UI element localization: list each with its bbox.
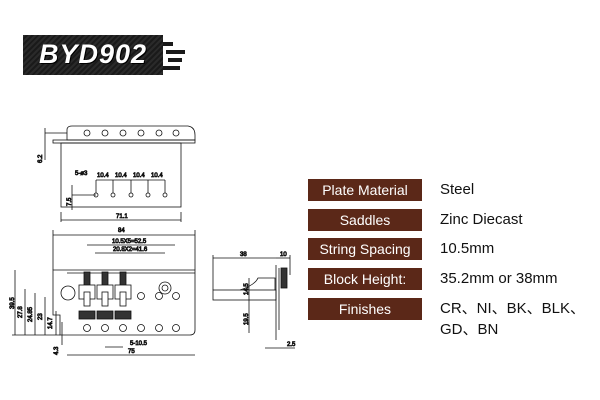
spec-value-plate-material: Steel [440, 181, 475, 198]
saddle-screw [101, 291, 109, 307]
spec-label-finishes: Finishes [308, 298, 422, 320]
saddle-base [96, 310, 114, 320]
mounting-hole [83, 324, 91, 332]
mounting-hole [119, 129, 127, 137]
dim-19-5: 19.5 [244, 313, 250, 325]
dim-7-5: 7.5 [67, 197, 73, 206]
logo-speed-line [163, 66, 180, 70]
saddle-screw [83, 291, 91, 307]
spec-value-saddles: Zinc Diecast [440, 211, 523, 228]
dim-2-5: 2.5 [287, 342, 296, 348]
dim-pitch: 5-10.5 [130, 341, 148, 347]
mounting-hole [172, 324, 180, 332]
spec-label-string-spacing: String Spacing [308, 238, 422, 260]
screw-hole [128, 192, 134, 198]
model-logo: BYD902 [23, 35, 163, 75]
spec-label-saddles: Saddles [308, 209, 422, 231]
dim-38: 38 [240, 252, 247, 258]
dim-24-85: 24.85 [28, 306, 34, 322]
bottom-view: 84 10.5X5=52.5 20.8X2=41.6 39.5 27.8 24.… [10, 228, 196, 356]
dim-spacing: 10.4 [97, 173, 109, 179]
dim-6-2: 6.2 [38, 154, 44, 163]
spec-value-block-height: 35.2mm or 38mm [440, 270, 558, 287]
mounting-hole [101, 129, 109, 137]
string-hole [172, 292, 180, 300]
dim-spacing: 10.4 [133, 173, 145, 179]
saddle-screw [119, 291, 127, 307]
model-name: BYD902 [39, 39, 148, 69]
screw-hole [110, 192, 116, 198]
logo-speed-line [163, 42, 173, 46]
saddle-spring [83, 271, 91, 287]
top-view: 6.2 5-ø3 10.4 10.4 10.4 10.4 7.5 71.1 [38, 125, 196, 222]
dim-27-8: 27.8 [18, 306, 24, 318]
dim-spacing: 10.4 [115, 173, 127, 179]
dim-75: 75 [128, 349, 135, 355]
dim-39-5: 39.5 [10, 297, 16, 309]
saddle-spring [119, 271, 127, 287]
screw-hole [145, 192, 151, 198]
dim-71-1: 71.1 [116, 214, 128, 220]
mounting-hole [155, 324, 163, 332]
dim-string-spacing: 10.5X5=52.5 [112, 239, 147, 245]
spec-value-finishes: CR、NI、BK、BLK、 [440, 300, 586, 317]
dim-holes: 5-ø3 [75, 171, 88, 177]
saddle-spring [101, 271, 109, 287]
string-hole [137, 292, 145, 300]
mounting-hole [83, 129, 91, 137]
mounting-hole [119, 324, 127, 332]
mounting-hole [137, 129, 145, 137]
logo-speed-line [166, 50, 185, 54]
spec-value-string-spacing: 10.5mm [440, 240, 495, 257]
mounting-hole [155, 129, 163, 137]
mounting-hole [137, 324, 145, 332]
dim-84: 84 [118, 228, 125, 234]
dim-14-7: 14.7 [48, 317, 54, 329]
string-hole [155, 292, 163, 300]
side-view: 38 10 14.5 19.5 2.5 [212, 252, 296, 349]
mounting-hole [172, 129, 180, 137]
dim-14-5: 14.5 [244, 283, 250, 295]
dim-spacing-2: 20.8X2=41.6 [113, 247, 148, 253]
spec-label-plate-material: Plate Material [308, 179, 422, 201]
spec-label-block-height: Block Height: [308, 268, 422, 290]
saddle-base [114, 310, 132, 320]
logo-speed-line [168, 58, 182, 62]
dim-4-3: 4.3 [54, 346, 60, 355]
dim-spacing: 10.4 [151, 173, 163, 179]
saddle-base [78, 310, 96, 320]
dim-23: 23 [38, 313, 44, 320]
spec-value-finishes-line2: GD、BN [440, 321, 499, 338]
screw-hole [162, 192, 168, 198]
mounting-hole [101, 324, 109, 332]
dim-10: 10 [280, 252, 287, 258]
